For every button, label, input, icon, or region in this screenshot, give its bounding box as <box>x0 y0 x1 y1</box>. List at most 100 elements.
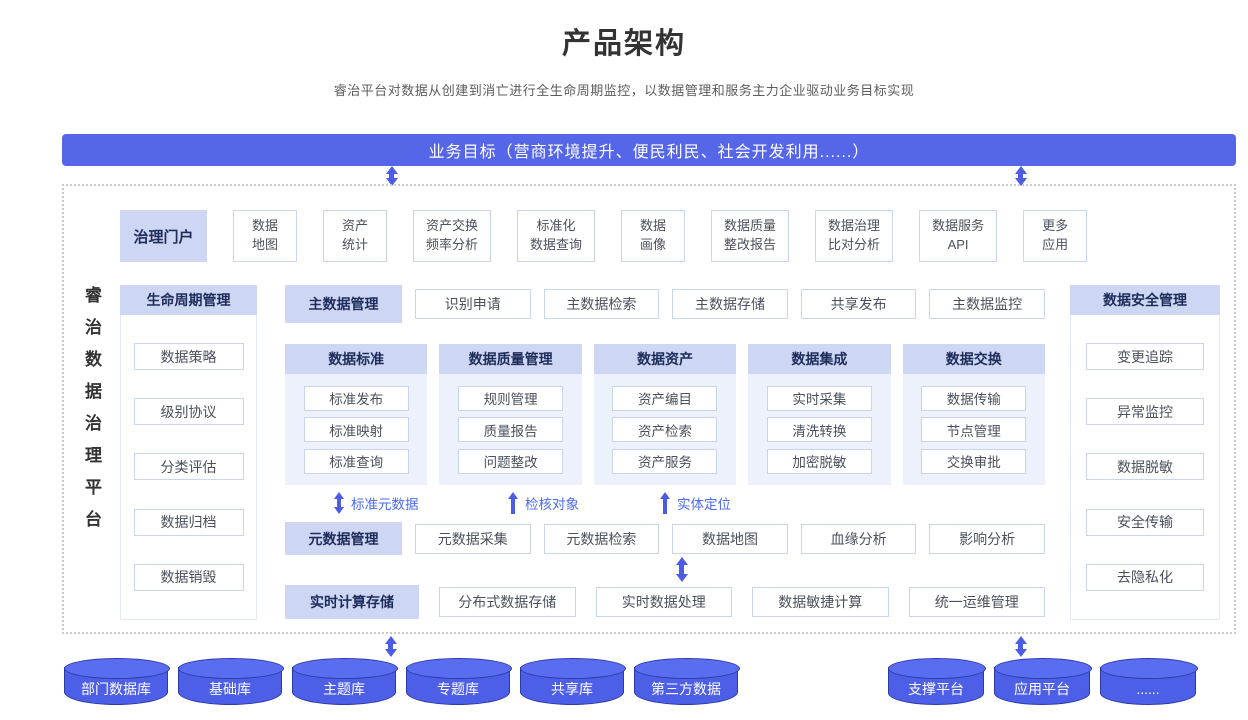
center-stack: 主数据管理 识别申请 主数据检索 主数据存储 共享发布 主数据监控 数据标准 标… <box>285 285 1045 620</box>
master-data-title: 主数据管理 <box>285 285 402 323</box>
realtime-title: 实时计算存储 <box>285 585 419 619</box>
business-goal-banner: 业务目标（营商环境提升、便民利民、社会开发利用......） <box>62 134 1236 166</box>
security-panel: 数据安全管理 变更追踪 异常监控 数据脱敏 安全传输 去隐私化 <box>1070 285 1220 620</box>
portal-item: 数据 地图 <box>233 210 297 262</box>
master-data-item: 主数据存储 <box>672 289 788 319</box>
capability-item: 资产编目 <box>612 385 718 411</box>
flow-label: 实体定位 <box>677 497 731 512</box>
capability-item: 资产检索 <box>612 417 718 442</box>
capability-title: 数据集成 <box>748 344 891 374</box>
realtime-item: 实时数据处理 <box>595 587 732 617</box>
database-label: 共享库 <box>551 681 593 697</box>
capability-item: 规则管理 <box>458 385 564 411</box>
portal-item: 数据质量 整改报告 <box>711 210 790 262</box>
portal-item: 标准化 数据查询 <box>517 210 596 262</box>
security-item: 数据脱敏 <box>1086 453 1204 481</box>
realtime-item: 分布式数据存储 <box>439 587 576 617</box>
portal-item: 数据治理 比对分析 <box>815 210 894 262</box>
security-item: 变更追踪 <box>1086 343 1204 371</box>
capability-title: 数据资产 <box>593 344 737 374</box>
realtime-item: 数据敏捷计算 <box>752 587 889 617</box>
capability-title: 数据标准 <box>285 344 428 374</box>
realtime-row: 实时计算存储 分布式数据存储 实时数据处理 数据敏捷计算 统一运维管理 <box>285 585 1045 619</box>
flow-label-row: 标准元数据 检核对象 实体定位 <box>285 490 1045 516</box>
capability-title: 数据质量管理 <box>439 344 582 374</box>
capability-item: 交换审批 <box>921 448 1027 474</box>
capability-item: 标准发布 <box>303 385 409 411</box>
platform-row: 支撑平台 应用平台 ...... <box>888 658 1198 705</box>
metadata-item: 数据地图 <box>672 523 788 554</box>
flow-group: 检核对象 <box>507 490 579 516</box>
datasource-row: 部门数据库 基础库 主题库 专题库 共享库 第三方数据 <box>64 658 740 705</box>
database-cylinder: 第三方数据 <box>634 658 740 705</box>
master-data-item: 共享发布 <box>800 289 917 319</box>
lifecycle-item: 数据归档 <box>133 508 244 536</box>
capability-column: 数据交换 数据传输 节点管理 交换审批 <box>902 344 1045 485</box>
flow-group: 标准元数据 <box>333 490 419 516</box>
capability-column: 数据资产 资产编目 资产检索 资产服务 <box>593 344 737 485</box>
lifecycle-panel: 生命周期管理 数据策略 级别协议 分类评估 数据归档 数据销毁 <box>120 285 257 620</box>
capability-item: 清洗转换 <box>766 417 872 442</box>
database-cylinder: 专题库 <box>406 658 512 705</box>
portal-title: 治理门户 <box>120 210 207 262</box>
lifecycle-item: 数据策略 <box>133 343 244 371</box>
security-item: 安全传输 <box>1086 508 1204 536</box>
metadata-row: 元数据管理 元数据采集 元数据检索 数据地图 血缘分析 影响分析 <box>285 522 1045 555</box>
database-label: 支撑平台 <box>908 681 964 697</box>
platform-vertical-label: 睿治数据治理平台 <box>82 286 101 542</box>
database-cylinder: 共享库 <box>520 658 626 705</box>
lifecycle-title: 生命周期管理 <box>120 285 257 315</box>
capability-item: 数据传输 <box>921 385 1027 411</box>
flow-group: 实体定位 <box>659 490 731 516</box>
capability-column: 数据标准 标准发布 标准映射 标准查询 <box>285 344 428 485</box>
database-label: 专题库 <box>437 681 479 697</box>
metadata-item: 影响分析 <box>929 523 1045 554</box>
platform-frame: 睿治数据治理平台 治理门户 数据 地图 资产 统计 资产交换 频率分析 标准化 … <box>62 184 1236 634</box>
database-cylinder: ...... <box>1100 658 1198 705</box>
database-cylinder: 部门数据库 <box>64 658 170 705</box>
capability-title: 数据交换 <box>902 344 1045 374</box>
metadata-title: 元数据管理 <box>285 522 402 555</box>
updown-arrow-icon <box>1014 636 1027 657</box>
flow-label: 标准元数据 <box>351 497 419 512</box>
master-data-item: 主数据检索 <box>543 289 660 319</box>
portal-item: 资产 统计 <box>323 210 387 262</box>
lifecycle-item: 分类评估 <box>133 453 244 481</box>
capability-item: 资产服务 <box>612 448 718 474</box>
security-body: 变更追踪 异常监控 数据脱敏 安全传输 去隐私化 <box>1070 315 1220 620</box>
capability-item: 标准映射 <box>303 417 409 442</box>
database-label: 基础库 <box>209 681 251 697</box>
database-cylinder: 主题库 <box>292 658 398 705</box>
portal-item: 更多 应用 <box>1023 210 1088 262</box>
capability-item: 问题整改 <box>458 448 564 474</box>
database-label: 应用平台 <box>1014 681 1070 697</box>
lifecycle-body: 数据策略 级别协议 分类评估 数据归档 数据销毁 <box>120 315 257 620</box>
portal-item: 数据服务 API <box>919 210 998 262</box>
updown-arrow-icon <box>1014 166 1027 186</box>
database-label: 部门数据库 <box>81 681 151 697</box>
updown-arrow-icon <box>675 557 688 582</box>
security-item: 去隐私化 <box>1086 563 1204 591</box>
page-title: 产品架构 <box>561 28 686 60</box>
portal-row: 治理门户 数据 地图 资产 统计 资产交换 频率分析 标准化 数据查询 数据 画… <box>120 210 1208 262</box>
master-data-item: 主数据监控 <box>929 289 1045 319</box>
metadata-item: 元数据采集 <box>415 523 531 554</box>
capability-item: 节点管理 <box>921 417 1027 442</box>
capability-item: 加密脱敏 <box>766 448 872 474</box>
flow-label: 检核对象 <box>525 497 579 512</box>
capability-column: 数据集成 实时采集 清洗转换 加密脱敏 <box>748 344 891 485</box>
master-data-item: 识别申请 <box>415 289 531 319</box>
database-cylinder: 基础库 <box>178 658 284 705</box>
metadata-item: 元数据检索 <box>543 523 660 554</box>
realtime-item: 统一运维管理 <box>908 587 1045 617</box>
capability-columns: 数据标准 标准发布 标准映射 标准查询 数据质量管理 规则管理 质量报告 问题整… <box>285 344 1045 485</box>
page-subtitle: 睿治平台对数据从创建到消亡进行全生命周期监控，以数据管理和服务主力企业驱动业务目… <box>333 83 915 98</box>
capability-item: 质量报告 <box>458 417 564 442</box>
updown-arrow-icon <box>384 636 397 657</box>
database-label: ...... <box>1136 681 1160 697</box>
up-arrow-icon <box>507 492 518 514</box>
metadata-item: 血缘分析 <box>800 523 917 554</box>
capability-item: 标准查询 <box>303 448 409 474</box>
security-item: 异常监控 <box>1086 398 1204 426</box>
